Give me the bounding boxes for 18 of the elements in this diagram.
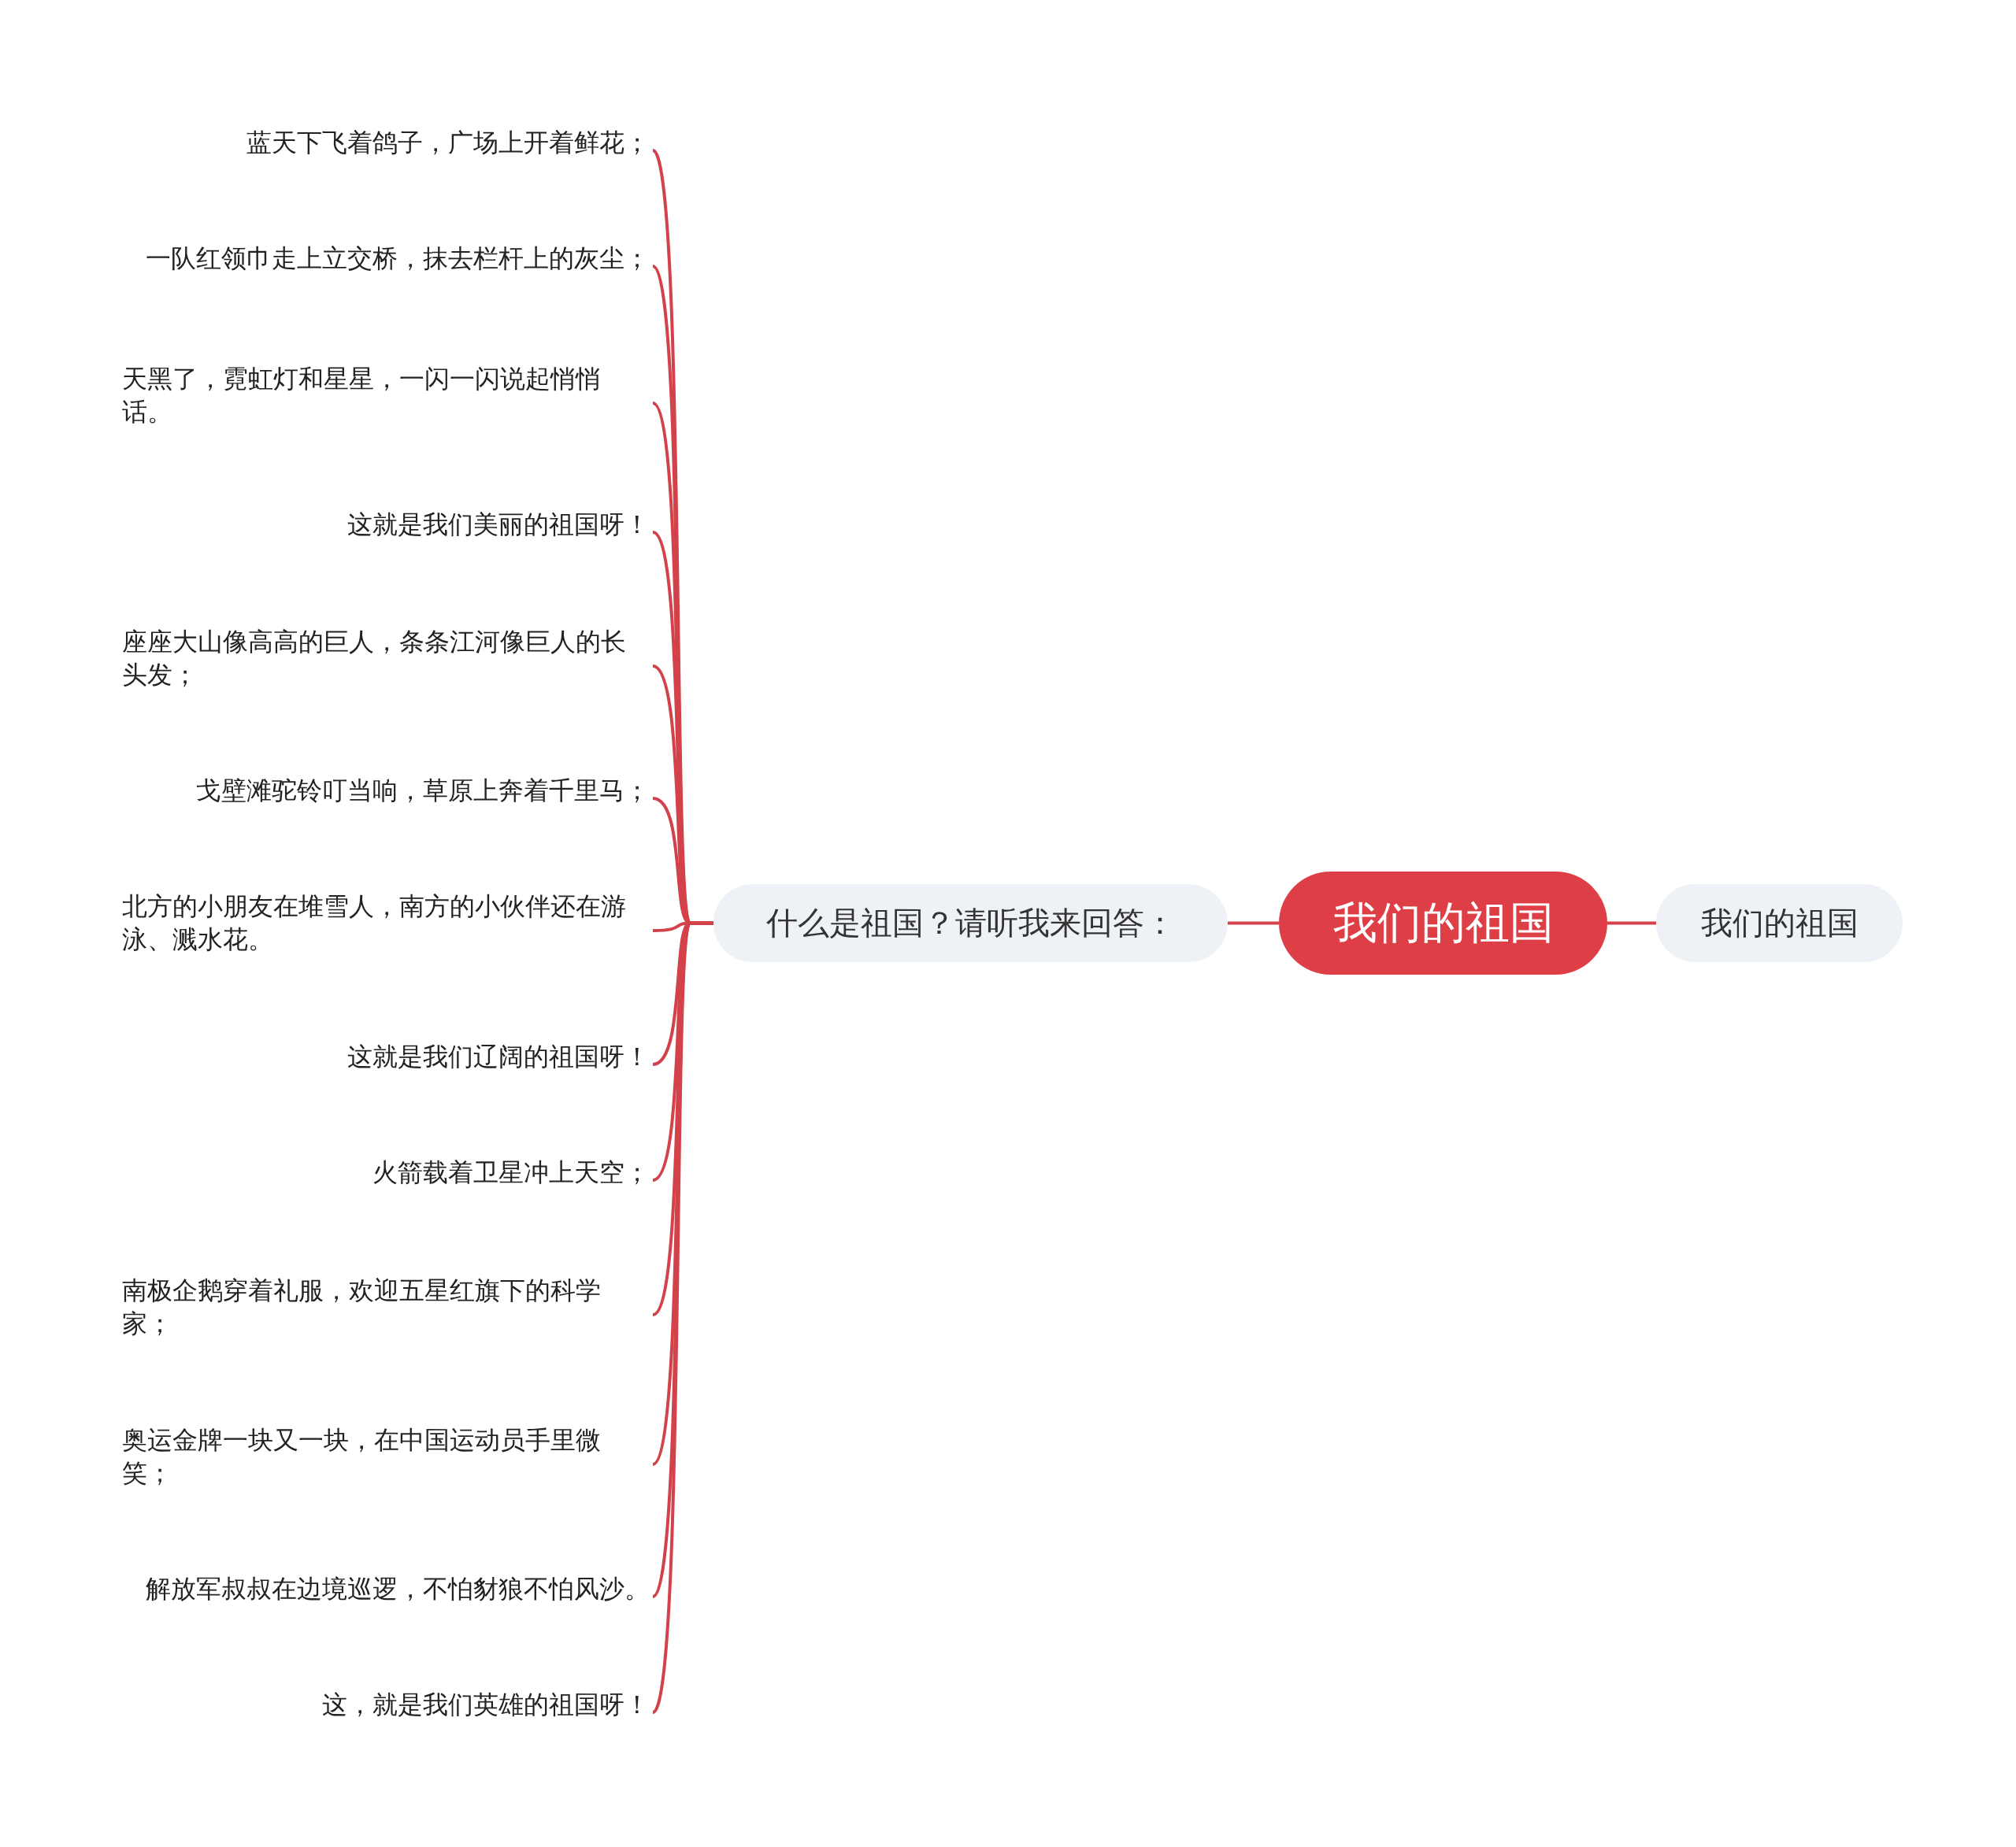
leaf-text: 解放军叔叔在边境巡逻，不怕豺狼不怕风沙。 <box>146 1572 650 1605</box>
topic-box: 我们的祖国 <box>1279 872 1607 975</box>
branch-box: 我们的祖国 <box>1656 884 1903 962</box>
connector-line <box>1607 921 1656 925</box>
leaf-text: 戈壁滩驼铃叮当响，草原上奔着千里马； <box>196 774 650 807</box>
leaf-text: 火箭载着卫星冲上天空； <box>372 1156 650 1189</box>
leaf-text: 奥运金牌一块又一块，在中国运动员手里微笑； <box>122 1423 650 1490</box>
leaf-text: 这就是我们美丽的祖国呀！ <box>347 508 650 541</box>
leaf-text: 这就是我们辽阔的祖国呀！ <box>347 1040 650 1073</box>
leaf-text: 座座大山像高高的巨人，条条江河像巨人的长头发； <box>122 625 650 691</box>
leaf-text: 蓝天下飞着鸽子，广场上开着鲜花； <box>246 126 650 159</box>
leaf-text: 天黑了，霓虹灯和星星，一闪一闪说起悄悄话。 <box>122 362 650 428</box>
leaf-text: 这，就是我们英雄的祖国呀！ <box>322 1688 650 1721</box>
connector-line <box>1228 921 1279 925</box>
leaf-text: 一队红领巾走上立交桥，抹去栏杆上的灰尘； <box>146 242 650 275</box>
leaf-text: 南极企鹅穿着礼服，欢迎五星红旗下的科学家； <box>122 1274 650 1340</box>
branch-box: 什么是祖国？请听我来回答： <box>713 884 1228 962</box>
leaf-text: 北方的小朋友在堆雪人，南方的小伙伴还在游泳、溅水花。 <box>122 890 650 956</box>
